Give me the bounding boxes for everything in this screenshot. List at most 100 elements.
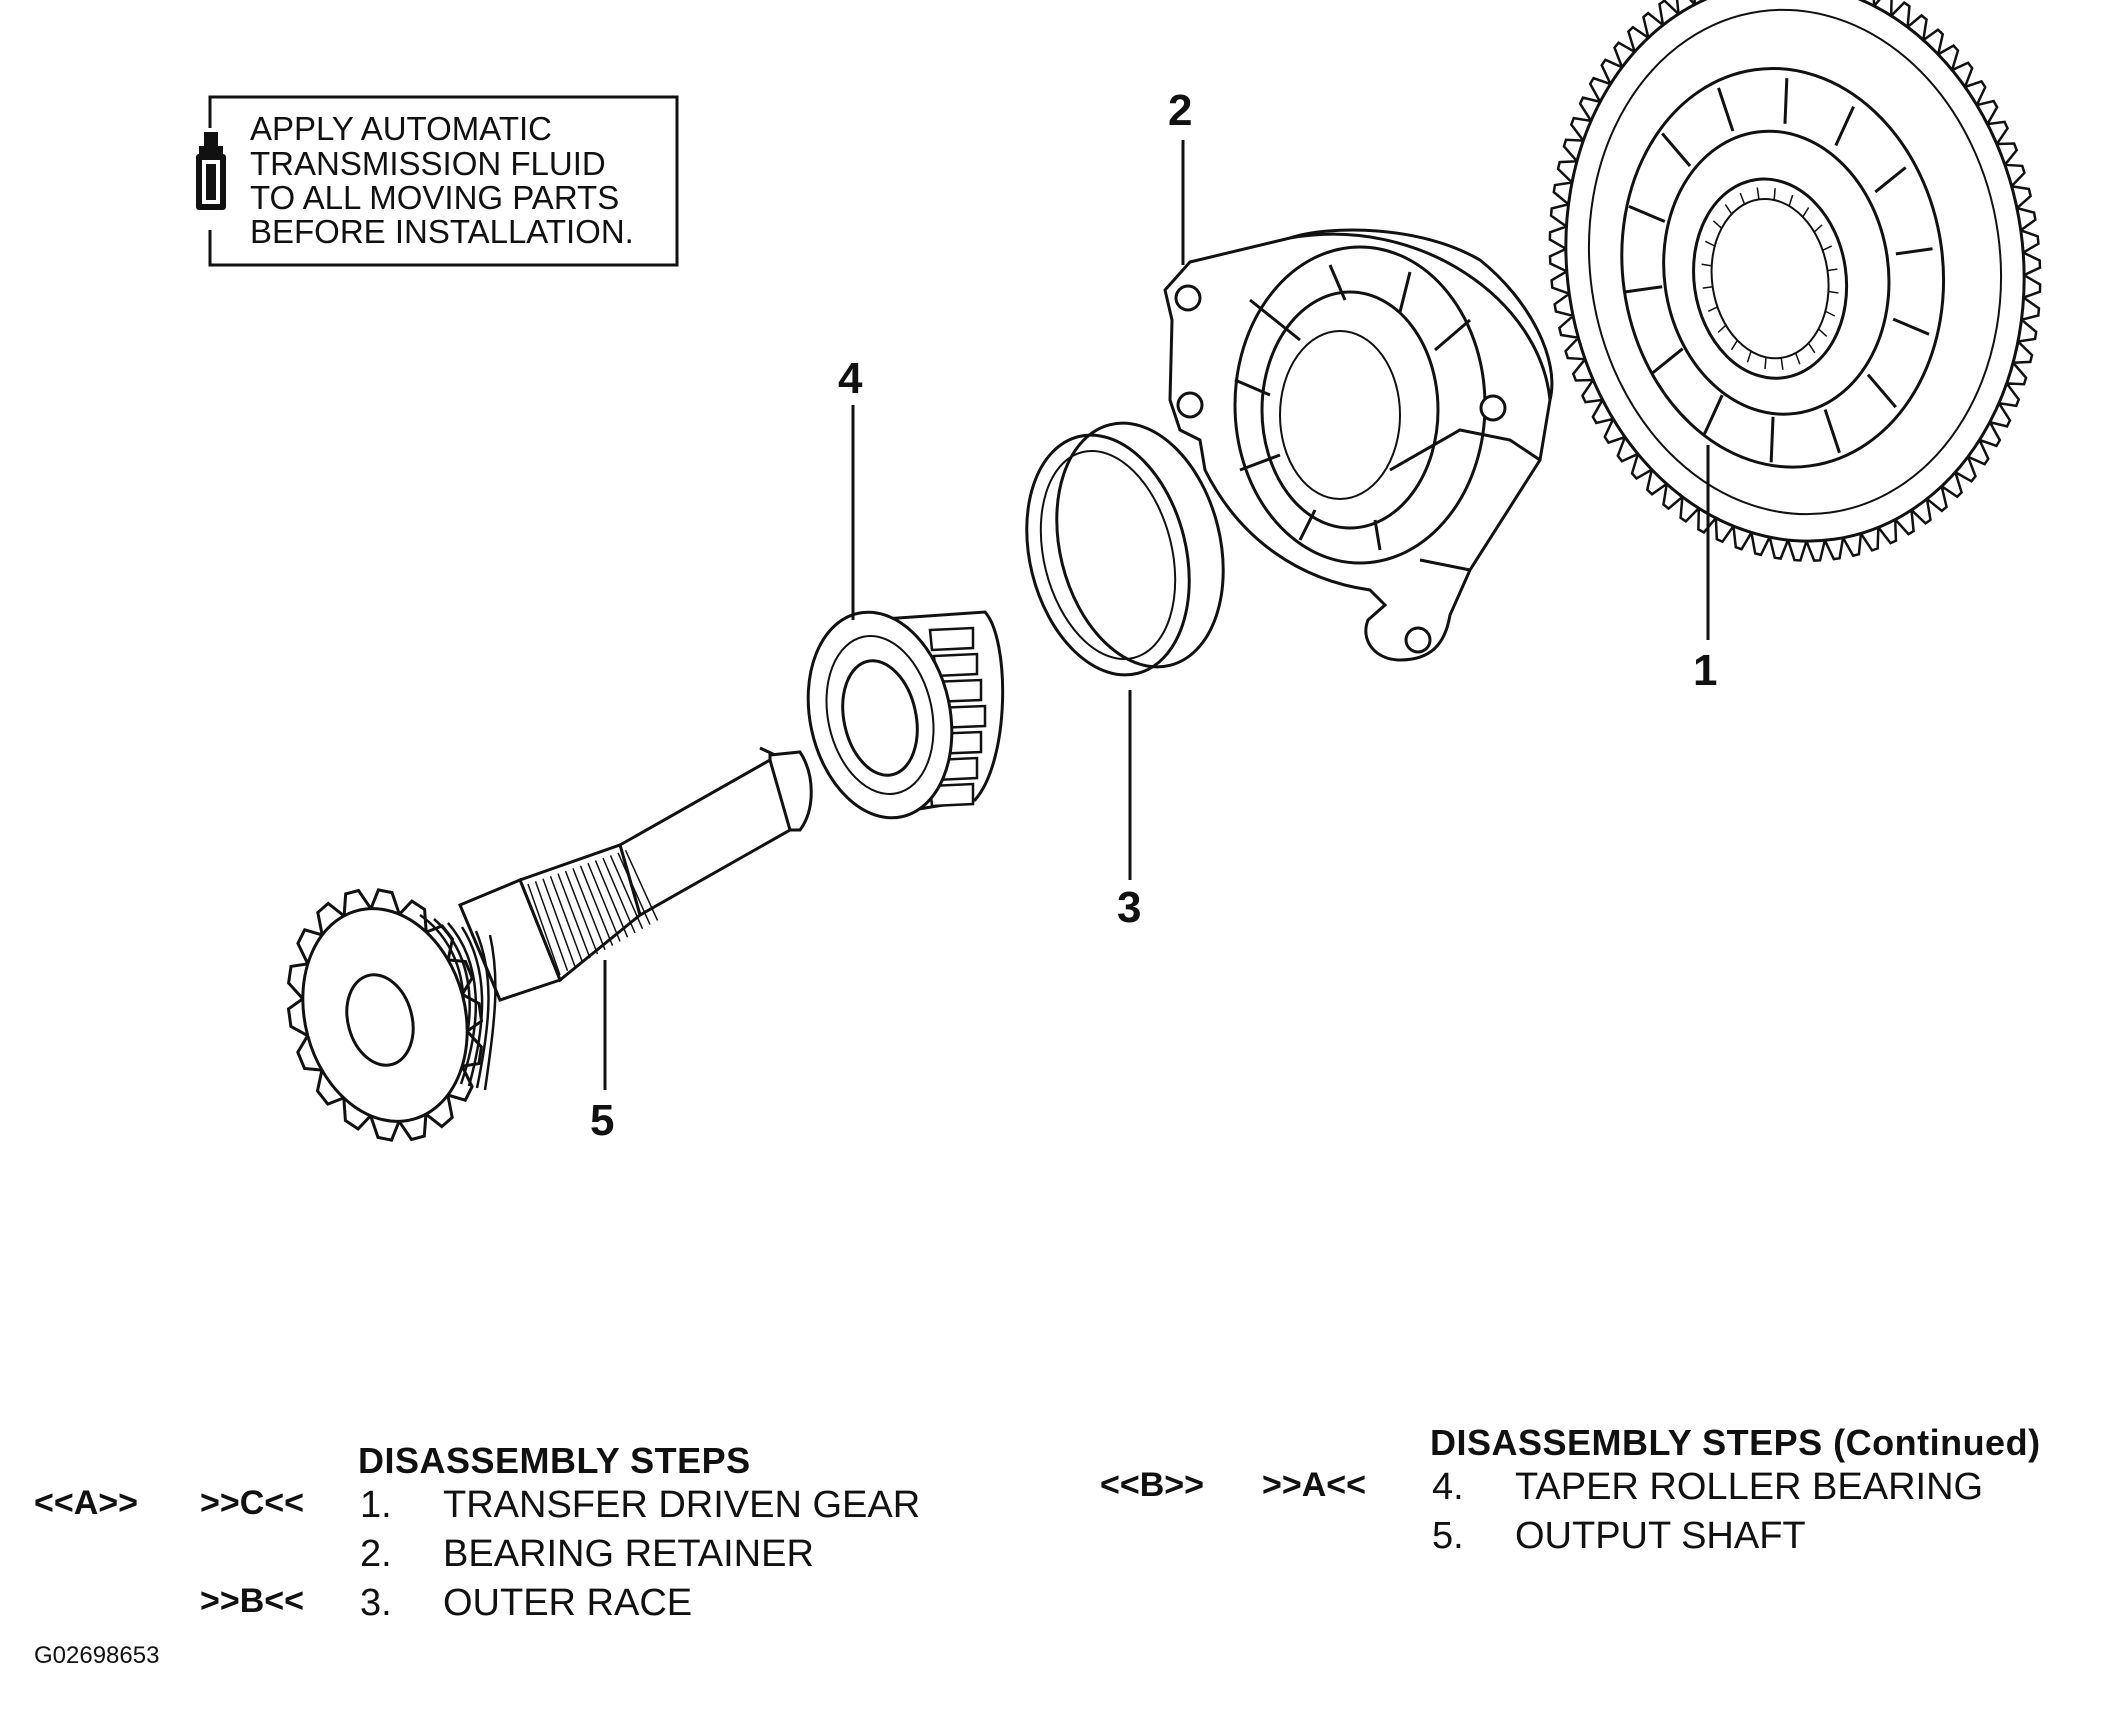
figure-code: G02698653 — [34, 1642, 160, 1669]
step-row-1: <<A>> >>C<< 1. TRANSFER DRIVEN GEAR — [0, 1484, 1000, 1528]
bore-spline-line — [1764, 357, 1767, 370]
step-name: BEARING RETAINER — [443, 1533, 814, 1575]
bore-spline-line — [1712, 220, 1723, 229]
bore-spline-line — [1746, 351, 1752, 363]
gear-dog-line — [1703, 394, 1724, 435]
shaft-spline-line — [579, 865, 614, 946]
note-line-1: APPLY AUTOMATIC — [250, 110, 552, 147]
step-number: 5. — [1432, 1515, 1464, 1557]
callout-3: 3 — [1117, 883, 1141, 932]
step-number: 2. — [360, 1533, 392, 1575]
bore-spline-line — [1773, 188, 1776, 201]
fluid-bottle-icon — [196, 132, 226, 210]
step-number: 3. — [360, 1582, 392, 1624]
gear-dog-line — [1769, 416, 1775, 463]
bore-spline-line — [1756, 187, 1760, 200]
gear-dog-line — [1717, 87, 1735, 132]
install-ref: >>B<< — [200, 1582, 304, 1620]
step-name: OUTER RACE — [443, 1582, 693, 1624]
bore-spline-line — [1828, 290, 1839, 294]
install-ref: >>A<< — [1262, 1466, 1366, 1504]
bore-spline-line — [1702, 285, 1713, 289]
note-line-3: TO ALL MOVING PARTS — [250, 179, 619, 216]
helical-tooth-line — [460, 926, 484, 1087]
bore-spline-line — [1825, 310, 1836, 317]
gear-dog-line — [1874, 166, 1907, 194]
shaft-splines — [527, 849, 659, 976]
bore-spline-line — [1822, 245, 1833, 252]
outer-race — [1025, 421, 1225, 677]
bore-spline-line — [1802, 207, 1810, 218]
shaft-spline-line — [557, 873, 591, 959]
gear-dog-line — [1866, 373, 1897, 409]
note-line-4: BEFORE INSTALLATION. — [250, 213, 634, 250]
shaft-spline-line — [609, 855, 644, 930]
steps-title-right: DISASSEMBLY STEPS (Continued) — [1430, 1422, 2041, 1463]
bore-spline-line — [1717, 324, 1727, 333]
removal-ref: <<A>> — [34, 1484, 138, 1522]
shaft-spline-line — [572, 868, 606, 951]
install-ref: >>C<< — [200, 1484, 304, 1522]
callout-1: 1 — [1693, 646, 1717, 695]
shaft-spline-line — [602, 857, 636, 934]
bore-spline-line — [1788, 194, 1794, 207]
bore-spline-line — [1818, 328, 1828, 337]
gear-dog-line — [1834, 106, 1855, 147]
gear-dog-line — [1625, 285, 1663, 294]
transfer-driven-gear — [1548, 0, 2042, 562]
bore-spline-line — [1724, 204, 1733, 215]
bearing-retainer — [1163, 228, 1554, 662]
bore-spline-line — [1739, 192, 1746, 205]
removal-ref: <<B>> — [1100, 1466, 1204, 1504]
gear-dog-segments — [1625, 78, 1933, 463]
steps-title-left: DISASSEMBLY STEPS — [358, 1440, 751, 1481]
bore-spline-line — [1794, 352, 1801, 365]
shaft-spline-line — [549, 875, 584, 963]
helical-tooth-line — [447, 922, 478, 1085]
step-row-3: >>B<< 3. OUTER RACE — [0, 1582, 1000, 1626]
helical-tooth-line — [474, 930, 490, 1089]
note-line-2: TRANSMISSION FLUID — [250, 145, 606, 182]
shaft-spline-line — [594, 860, 629, 938]
bore-spline-line — [1730, 339, 1738, 351]
gear-dog-line — [1892, 317, 1930, 336]
gear-dog-line — [1783, 78, 1789, 124]
shaft-spline-line — [542, 878, 576, 967]
gear-dog-line — [1651, 347, 1684, 375]
step-row-5: 5. OUTPUT SHAFT — [1000, 1515, 2100, 1559]
shaft-spline-line — [617, 852, 651, 925]
step-row-2: 2. BEARING RETAINER — [0, 1533, 1000, 1577]
shaft-spline-line — [534, 881, 569, 972]
shaft-spline-line — [587, 862, 621, 942]
step-number: 4. — [1432, 1466, 1464, 1508]
bore-splines — [1701, 187, 1839, 370]
bore-spline-line — [1707, 306, 1718, 313]
callout-2: 2 — [1168, 86, 1192, 135]
gear-dog-line — [1895, 247, 1933, 256]
bore-spline-line — [1701, 263, 1712, 267]
step-number: 1. — [360, 1484, 392, 1526]
leader-lines — [603, 140, 1710, 1090]
callout-4: 4 — [838, 354, 863, 403]
shaft-spline-line — [527, 883, 561, 976]
taper-roller-bearing — [806, 610, 1005, 820]
step-name: TAPER ROLLER BEARING — [1515, 1466, 1984, 1508]
helical-tooth-line — [483, 934, 497, 1091]
step-name: OUTPUT SHAFT — [1515, 1515, 1806, 1557]
shaft-spline-line — [624, 849, 659, 921]
bearing-roller — [928, 626, 975, 652]
gear-dog-line — [1628, 204, 1666, 223]
step-name: TRANSFER DRIVEN GEAR — [443, 1484, 921, 1526]
shaft-spline-line — [564, 870, 599, 955]
atf-note-box: APPLY AUTOMATIC TRANSMISSION FLUID TO AL… — [196, 95, 679, 267]
output-shaft — [286, 746, 813, 1142]
gear-dog-line — [1823, 409, 1841, 454]
gear-dog-line — [1661, 132, 1692, 167]
bore-spline-line — [1807, 342, 1816, 354]
bore-spline-line — [1705, 240, 1716, 247]
bore-spline-line — [1827, 268, 1838, 272]
step-row-4: <<B>> >>A<< 4. TAPER ROLLER BEARING — [1000, 1466, 2100, 1510]
callout-5: 5 — [590, 1096, 614, 1145]
bore-spline-line — [1780, 357, 1784, 370]
